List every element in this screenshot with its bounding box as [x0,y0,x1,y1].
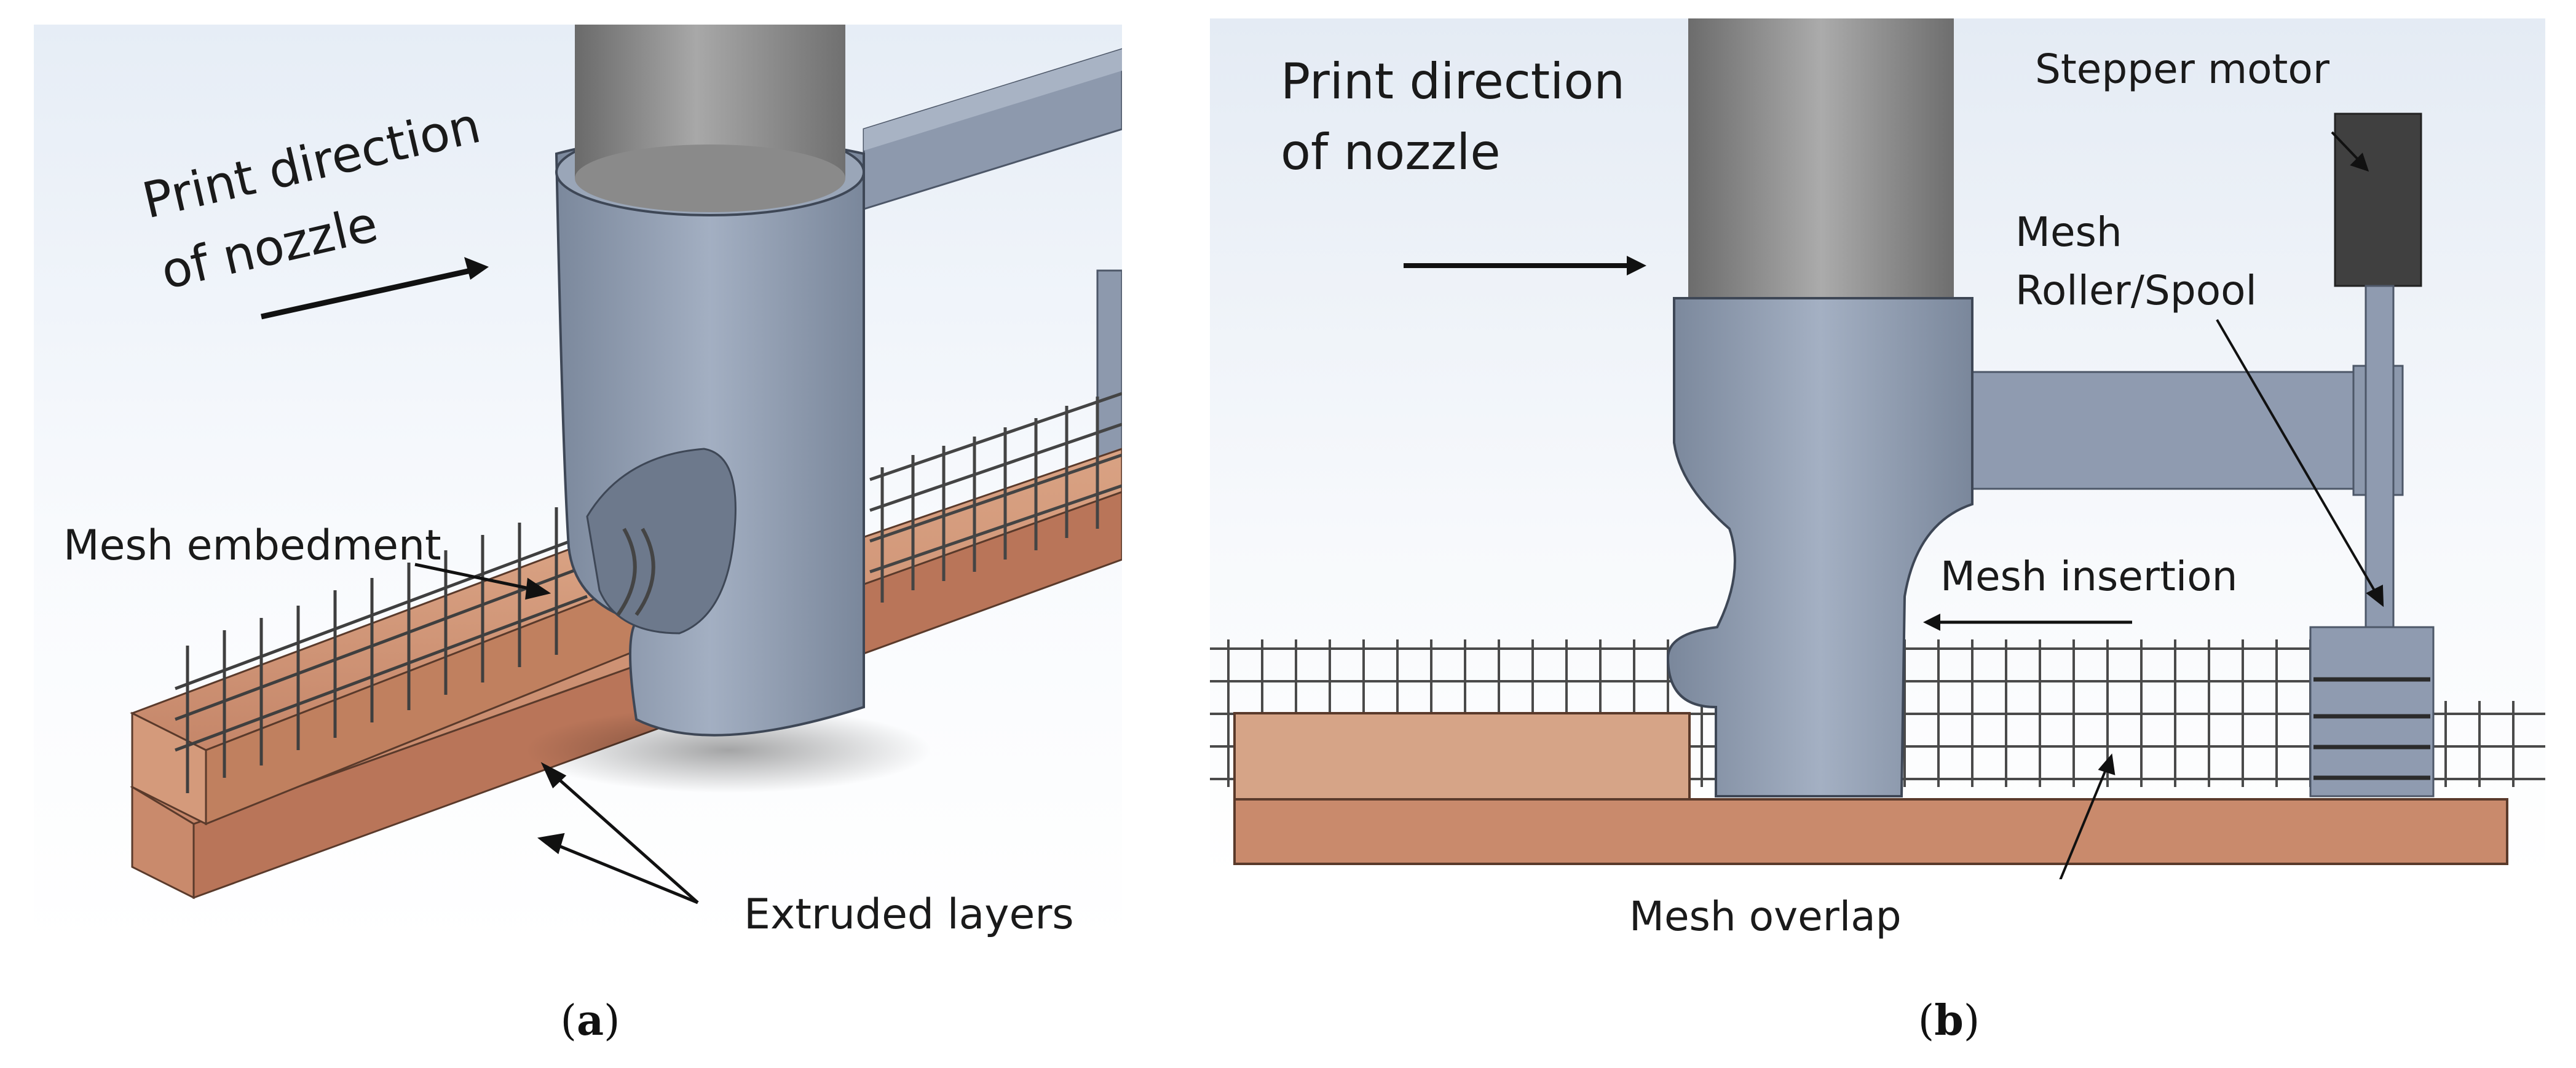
caption-a-open: ( [560,997,577,1045]
mesh-insertion-arrow [1923,614,2132,631]
mesh-far [869,392,1122,603]
roller-shaft [2365,285,2395,631]
mesh-guide-2 [634,528,655,616]
leader-arrows-a [414,563,699,904]
nozzle-shadow [526,707,931,793]
extruded-layer-upper [1233,712,1691,801]
caption-b-open: ( [1918,997,1935,1045]
mesh-roller-label-line1: Mesh [2015,208,2122,256]
caption-b: (b) [1887,996,2010,1045]
panel-a-isometric-view: Print direction of nozzle Mesh embedment… [34,25,1122,947]
caption-a-close: ) [604,997,620,1045]
panel-b-drawing: Print direction of nozzle Stepper motor … [1210,18,2545,879]
caption-a-letter: a [576,996,604,1045]
nozzle-opening [586,448,737,635]
mesh-embedment-label: Mesh embedment [63,521,441,570]
stepper-motor [2334,113,2422,287]
mesh-near [175,507,588,793]
mesh-roller-label-line2: Roller/Spool [2015,267,2257,314]
panel-a-drawing: Print direction of nozzle Mesh embedment… [34,25,1122,947]
print-direction-label-line1: Print direction [1281,53,1625,110]
nozzle-arm [1968,371,2395,490]
nozzle-body [1666,297,1973,797]
caption-a: (a) [529,996,652,1045]
caption-b-letter: b [1934,996,1964,1045]
nozzle-arm-top [864,49,1122,151]
mesh-on-roller [2313,677,2430,780]
mesh-insertion-label: Mesh insertion [1940,553,2237,600]
extruded-layer-lower-end [131,785,195,900]
print-direction-arrow [1404,256,1646,275]
print-direction-label-line2: of nozzle [1281,124,1501,181]
mesh-guide [616,528,637,616]
extruded-layers-label: Extruded layers [744,890,1074,939]
extruded-layer-lower [1233,798,2508,865]
feed-column-base [575,144,845,212]
panel-b-side-view: Print direction of nozzle Stepper motor … [1210,18,2545,879]
print-direction-arrow [261,257,489,320]
caption-b-close: ) [1963,997,1980,1045]
leader-arrows-b [2059,131,2384,879]
mesh-roller [2309,626,2435,797]
mesh-overlap-label: Mesh overlap [1629,893,1902,940]
stepper-motor-label: Stepper motor [2035,45,2330,93]
feed-column [1688,18,1954,307]
